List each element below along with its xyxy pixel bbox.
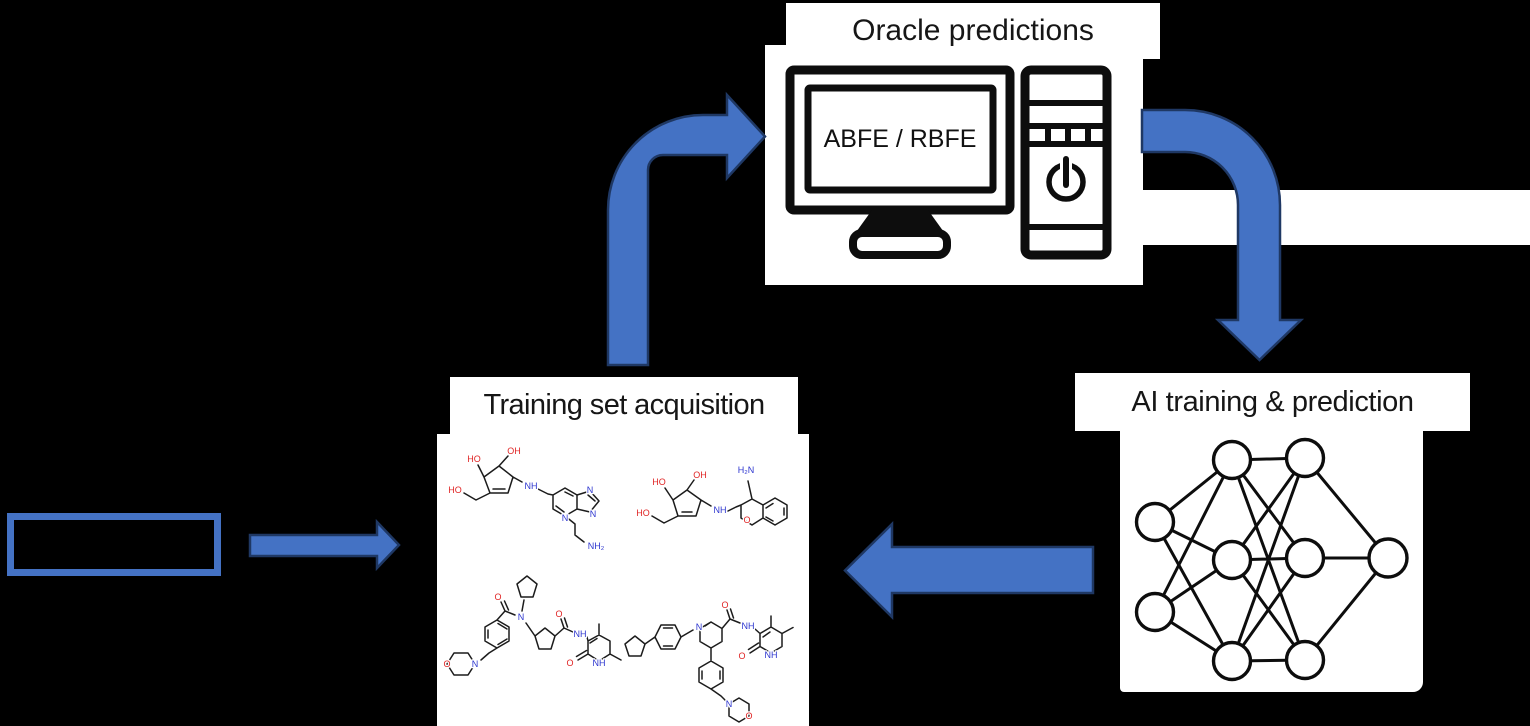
atom-label: H₂N: [738, 465, 755, 475]
arrow-input-to-training-icon: [248, 518, 401, 572]
atom-label: HO: [448, 485, 462, 495]
atom-label: N: [696, 622, 703, 632]
atom-label: O: [555, 609, 562, 619]
nn-node: [1211, 640, 1253, 682]
atom-label: N: [587, 485, 594, 495]
atom-label: OH: [507, 446, 521, 456]
oracle-title: Oracle predictions: [852, 14, 1094, 47]
molecule-top-left: OH HO HO NH N N N NH₂: [447, 445, 606, 553]
nn-node: [1367, 537, 1409, 579]
atom-label: NH: [574, 629, 587, 639]
ai-title-box: AI training & prediction: [1075, 373, 1470, 431]
atom-label: NH₂: [588, 541, 605, 551]
atom-label: N: [726, 699, 733, 709]
atom-label: NH: [765, 650, 778, 660]
atom-label: N: [590, 509, 597, 519]
atom-label: HO: [636, 508, 650, 518]
atom-label: OH: [693, 470, 707, 480]
nn-node: [1134, 501, 1176, 543]
arrow-training-to-oracle-icon: [606, 91, 767, 367]
oracle-panel: ABFE / RBFE: [765, 45, 1143, 285]
atom-label: O: [743, 515, 750, 525]
monitor-stand: [854, 210, 946, 235]
monitor-icon: ABFE / RBFE: [785, 65, 1015, 259]
oracle-title-box: Oracle predictions: [786, 3, 1160, 59]
computer-tower-icon: [1020, 65, 1112, 260]
training-title-box: Training set acquisition: [450, 377, 798, 434]
training-title: Training set acquisition: [483, 389, 765, 421]
nn-node: [1211, 439, 1253, 481]
atom-label: O: [738, 651, 745, 661]
screen-label: ABFE / RBFE: [824, 125, 977, 153]
training-panel: OH HO HO NH N N N NH₂ H₂N OH HO HO NH O: [437, 434, 809, 726]
atom-label: HO: [652, 477, 666, 487]
arrow-ai-to-training-icon: [843, 521, 1095, 620]
neural-network-icon: [1134, 437, 1409, 682]
molecule-bottom-left: O N O N O NH O NH: [442, 575, 622, 676]
ai-title: AI training & prediction: [1131, 385, 1414, 418]
desktop-computer-icon: ABFE / RBFE: [785, 65, 1112, 260]
nn-node: [1211, 539, 1253, 581]
ai-panel: [1120, 431, 1423, 692]
atom-label: N: [562, 513, 569, 523]
atom-label: O: [721, 600, 728, 610]
atom-label: NH: [714, 505, 727, 515]
atom-label: NH: [593, 658, 606, 668]
nn-edges: [1153, 456, 1390, 663]
atom-label: HO: [467, 454, 481, 464]
nn-node: [1284, 437, 1326, 479]
power-button-icon: [1046, 156, 1086, 202]
atom-label: O: [566, 658, 573, 668]
atom-label: N: [472, 659, 479, 669]
background-white-band: [1142, 190, 1530, 245]
atom-label: NH: [742, 621, 755, 631]
atom-label: NH: [525, 481, 538, 491]
monitor-base: [849, 229, 951, 259]
nn-node: [1284, 537, 1326, 579]
nn-nodes: [1134, 437, 1409, 682]
input-box-outline: [7, 513, 221, 576]
atom-label: O: [443, 659, 450, 669]
atom-label: N: [518, 612, 525, 622]
atom-label: O: [494, 592, 501, 602]
nn-node: [1134, 591, 1176, 633]
molecule-bottom-right: N O NH O NH N O: [624, 599, 794, 723]
molecule-structures: OH HO HO NH N N N NH₂ H₂N OH HO HO NH O: [442, 445, 794, 723]
atom-label: O: [745, 711, 752, 721]
molecule-top-right: H₂N OH HO HO NH O: [635, 464, 788, 526]
nn-node: [1284, 639, 1326, 681]
